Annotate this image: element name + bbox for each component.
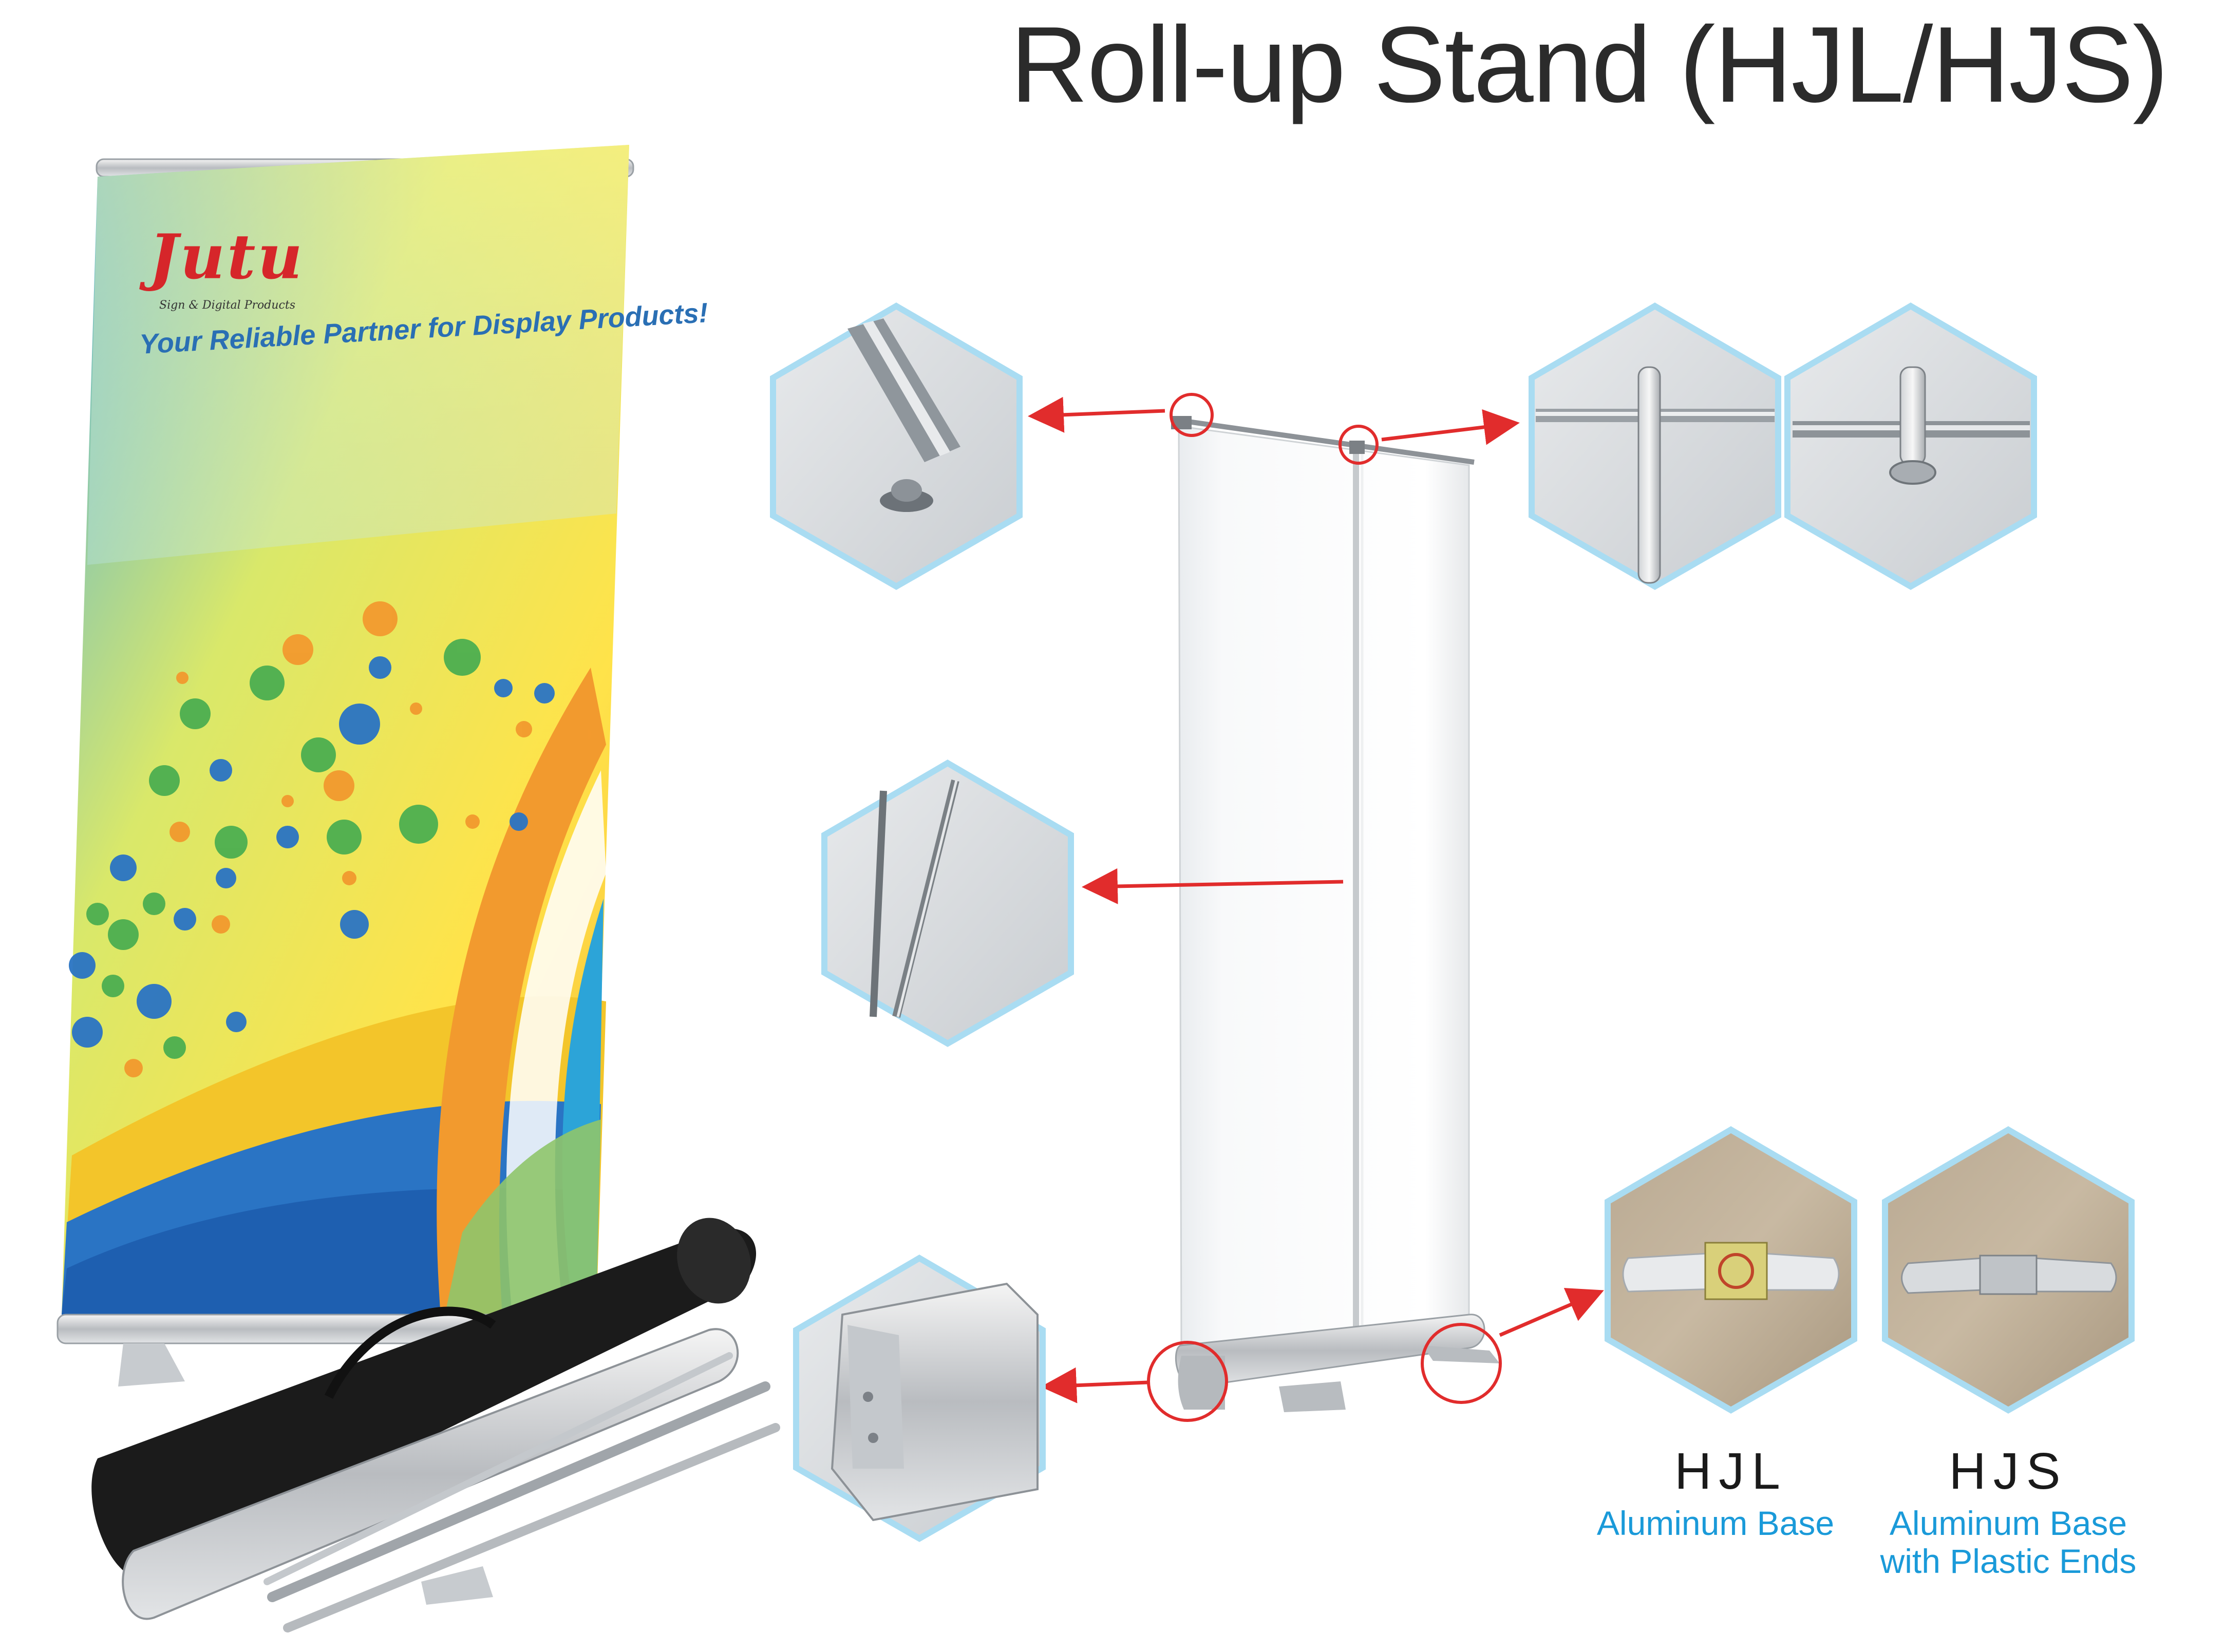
arrow-base-left xyxy=(1041,1367,1148,1403)
arrow-top-left xyxy=(1028,396,1165,433)
callout-arrows xyxy=(1028,396,1604,1403)
pole-hook-detail-1 xyxy=(1529,302,1781,590)
model-desc-hjs: Aluminum Base with Plastic Ends xyxy=(1829,1504,2188,1581)
model-code-hjl: HJL xyxy=(1674,1442,1787,1500)
model-desc-hjl: Aluminum Base xyxy=(1536,1504,1895,1543)
callout-circle-base-right xyxy=(1421,1323,1502,1404)
pole-sections-detail xyxy=(821,759,1074,1047)
hjs-foot-photo xyxy=(1882,1126,2135,1414)
model-desc-hjs-line-1: Aluminum Base xyxy=(1889,1504,2127,1542)
brand-subtitle: Sign & Digital Products xyxy=(159,299,295,312)
callout-markers xyxy=(1147,393,1502,1422)
pole-hook-detail-2 xyxy=(1784,302,2037,590)
callout-circle-top-left xyxy=(1170,393,1214,437)
arrow-top-right xyxy=(1381,409,1520,445)
base-end-detail xyxy=(793,1255,1046,1542)
arrow-base-right xyxy=(1499,1288,1604,1337)
page-title: Roll-up Stand (HJL/HJS) xyxy=(1010,4,2169,125)
arrow-middle xyxy=(1082,868,1344,904)
model-desc-hjl-line-1: Aluminum Base xyxy=(1596,1504,1835,1542)
model-code-hjs: HJS xyxy=(1949,1442,2068,1500)
callout-circle-top-center xyxy=(1339,425,1379,465)
brand-logo-text: Jutu xyxy=(149,221,305,293)
model-desc-hjs-line-2: with Plastic Ends xyxy=(1880,1542,2137,1580)
roll-up-stand-photo xyxy=(1171,416,1500,1412)
top-rail-clip-detail xyxy=(770,302,1023,590)
callout-circle-base-left xyxy=(1147,1341,1228,1422)
roll-up-banner-photo xyxy=(56,145,780,1632)
hjl-foot-photo xyxy=(1605,1126,1857,1414)
